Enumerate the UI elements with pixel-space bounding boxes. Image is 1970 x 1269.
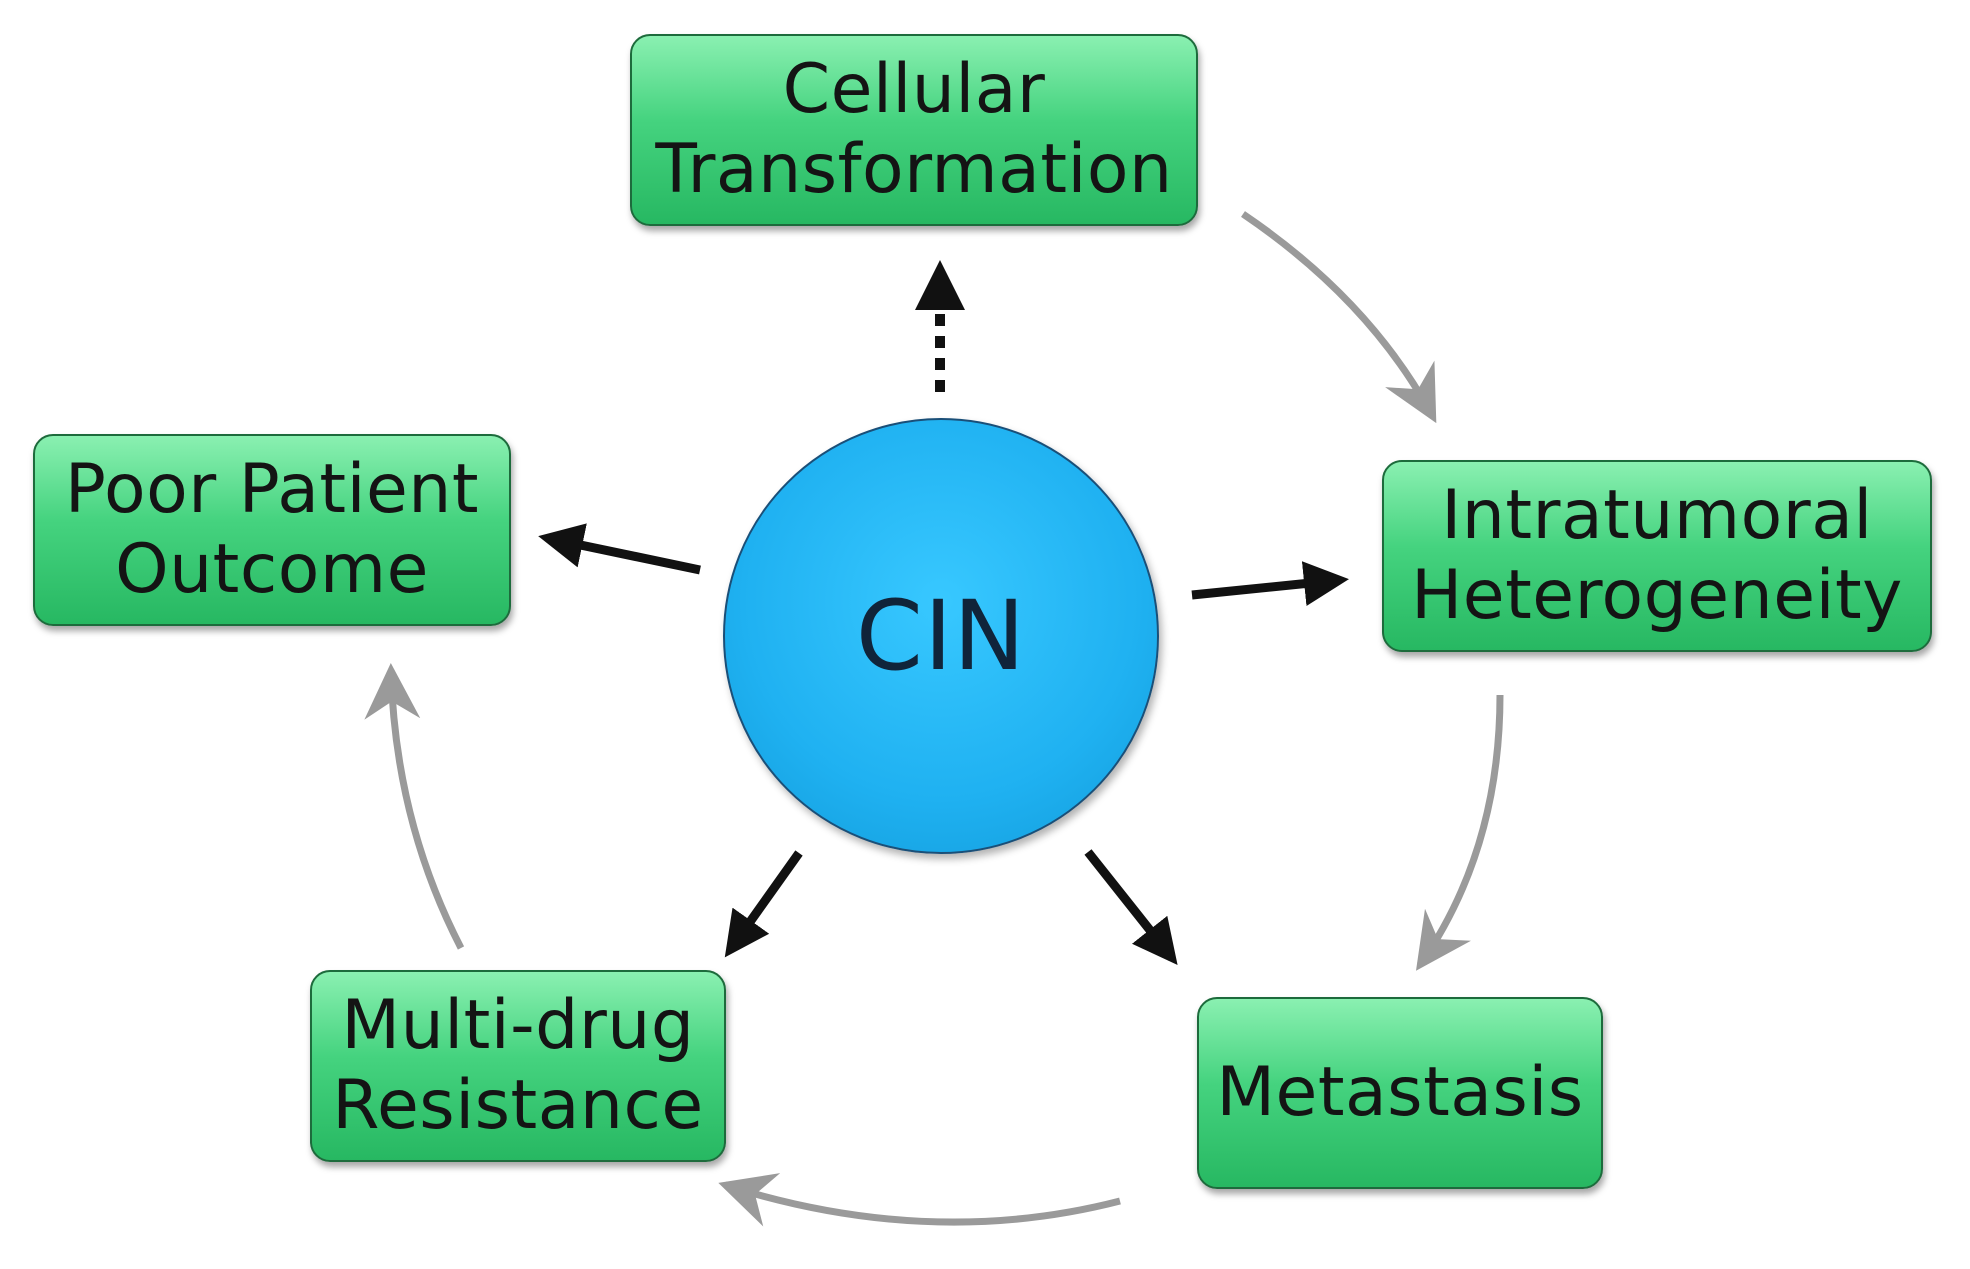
node-poor-patient-outcome-line1: Poor Patient [64,450,480,530]
node-multidrug-resistance-line2: Resistance [332,1066,704,1145]
arrow-cin-to-heterogeneity [1191,561,1349,607]
cin-center-label: CIN [855,580,1027,692]
node-poor-patient-outcome-line2: Outcome [115,530,429,609]
node-poor-patient-outcome: Poor Patient Outcome [33,434,511,626]
node-multidrug-resistance-line1: Multi-drug [341,986,695,1066]
node-metastasis-label: Metastasis [1216,1053,1584,1133]
cycle-arrow-multidrug-to-outcome [364,663,465,950]
node-intratumoral-heterogeneity-line2: Heterogeneity [1411,556,1903,635]
arrow-cin-to-metastasis [1084,849,1178,966]
cycle-arrow-cellular-to-heterogeneity [1241,211,1437,424]
node-cellular-transformation-line1: Cellular [782,50,1046,130]
cycle-arrow-metastasis-to-multidrug [718,1173,1121,1227]
node-intratumoral-heterogeneity: Intratumoral Heterogeneity [1382,460,1932,652]
arrow-cin-to-outcome [538,523,701,575]
cycle-arrow-heterogeneity-to-metastasis [1416,694,1504,971]
node-cellular-transformation: Cellular Transformation [630,34,1198,226]
node-metastasis: Metastasis [1197,997,1603,1189]
node-intratumoral-heterogeneity-line1: Intratumoral [1441,476,1873,556]
cin-center-circle: CIN [723,418,1159,854]
arrow-cin-to-multidrug [724,850,803,958]
node-multidrug-resistance: Multi-drug Resistance [310,970,726,1162]
node-cellular-transformation-line2: Transformation [655,130,1173,209]
